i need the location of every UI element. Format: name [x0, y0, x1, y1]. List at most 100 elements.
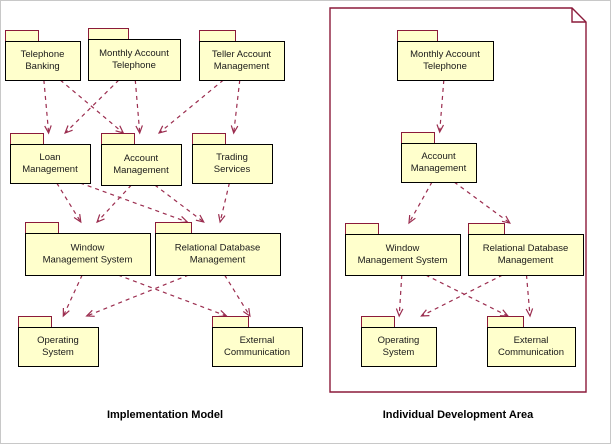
dependency-arrow [64, 79, 120, 135]
package-tab [401, 132, 435, 144]
package-tab [487, 316, 524, 328]
package-label: Operating [37, 335, 79, 346]
package-tab [199, 30, 236, 42]
dependency-arrow [218, 182, 230, 224]
dependency-arrow [85, 274, 190, 317]
dependency-line [62, 274, 83, 317]
dependency-line [154, 184, 205, 223]
package-label: Monthly Account [410, 49, 480, 60]
package-label: Telephone [21, 49, 65, 60]
dependency-arrowhead-icon [135, 125, 143, 135]
caption-right: Individual Development Area [383, 409, 534, 421]
package-tab [101, 133, 135, 145]
dependency-arrowhead-icon [436, 124, 445, 134]
package-body [25, 233, 151, 276]
caption-left: Implementation Model [107, 409, 223, 421]
dependency-line [224, 274, 251, 317]
dependency-arrowhead-icon [44, 125, 52, 135]
dependency-arrowhead-icon [395, 308, 404, 318]
package-tab [25, 222, 59, 234]
dependency-arrow [157, 79, 224, 134]
package-tab [212, 316, 249, 328]
dependency-arrow [79, 182, 189, 224]
dependency-arrow [425, 274, 510, 317]
dependency-arrowhead-icon [62, 307, 70, 318]
package-label: Window [71, 243, 105, 254]
dependency-line [59, 79, 124, 134]
package-label: Operating [378, 335, 420, 346]
package-tab [155, 222, 192, 234]
package-tab [361, 316, 395, 328]
dependency-arrow [56, 182, 82, 224]
package-label: Telephone [423, 61, 467, 72]
dependency-line [525, 274, 531, 317]
dependency-arrowhead-icon [525, 308, 534, 318]
dependency-arrow [96, 184, 132, 224]
package-body [101, 144, 182, 186]
package-label: Management [411, 163, 467, 174]
dependency-arrow [230, 79, 241, 135]
dependency-arrowhead-icon [64, 125, 73, 135]
dependency-arrow [224, 274, 251, 318]
dependency-arrowhead-icon [73, 214, 82, 224]
package-body [468, 234, 584, 276]
package-label: System [42, 347, 74, 358]
dependency-arrow [62, 274, 83, 318]
dependency-line [421, 274, 503, 317]
dependency-line [79, 182, 188, 223]
dependency-arrow [408, 181, 433, 225]
dependency-arrowhead-icon [195, 214, 205, 223]
package-body [5, 41, 81, 81]
package-label: Management [190, 255, 246, 266]
package-body [212, 327, 303, 367]
package-tab [192, 133, 226, 145]
dependency-arrowhead-icon [501, 215, 511, 224]
dependency-line [96, 184, 132, 223]
dependency-line [408, 181, 433, 224]
package-body [487, 327, 576, 367]
package-label: Window [386, 243, 420, 254]
dependency-line [56, 182, 82, 223]
package-label: Management [113, 165, 169, 176]
dependency-arrow [420, 274, 503, 317]
package-label: Monthly Account [99, 48, 169, 59]
dependency-arrowhead-icon [157, 125, 167, 134]
dependency-line [439, 79, 445, 133]
package-label: Communication [498, 347, 564, 358]
package-label: Management [498, 255, 554, 266]
package-body [397, 41, 494, 81]
package-body [401, 143, 477, 183]
dependency-line [86, 274, 190, 317]
package-label: Account [124, 153, 159, 164]
package-label: Management [22, 164, 78, 175]
dependency-arrowhead-icon [85, 309, 95, 317]
package-label: Relational Database [483, 243, 569, 254]
dependency-layer [43, 79, 534, 318]
dependency-arrow [453, 181, 511, 224]
dependency-arrow [154, 184, 205, 223]
note-fold-icon [571, 8, 586, 23]
package-label: Management [214, 61, 270, 72]
package-body [18, 327, 99, 367]
dependency-arrowhead-icon [218, 309, 228, 318]
dependency-arrowhead-icon [230, 125, 239, 135]
package-tab [397, 30, 438, 42]
